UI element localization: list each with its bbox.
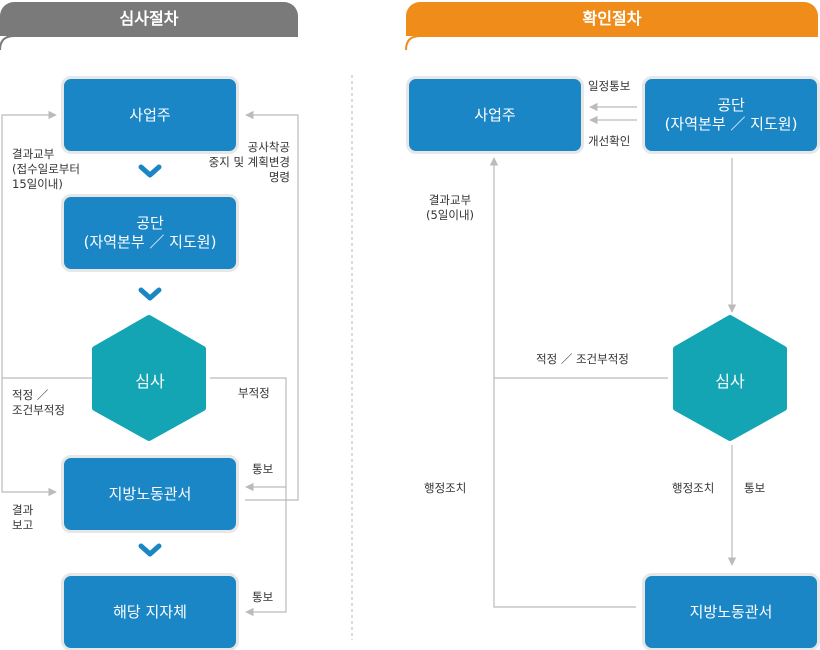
appropriate-label: 적정 ／ 조건부적정 — [536, 352, 629, 366]
schedule-notice-label: 일정통보 — [588, 79, 631, 93]
result-issue-connector — [489, 157, 668, 379]
left-tab-underline — [0, 35, 298, 51]
result-issue-connector — [1, 110, 95, 379]
agency-box: 공단 (자역본부 ／ 지도원) — [642, 76, 820, 154]
review-hexagon — [673, 315, 787, 441]
labor-office-box: 지방노동관서 — [61, 455, 239, 533]
tab-title: 심사절차 — [119, 9, 179, 28]
review-label: 심사 — [715, 372, 745, 391]
result-report-connector — [1, 378, 57, 497]
stop-order-connector — [245, 110, 299, 501]
labor-office-box: 지방노동관서 — [642, 573, 820, 650]
chevron-down-icon — [138, 164, 162, 178]
result-issue-label: 결과교부 (5일이내) — [425, 193, 475, 222]
admin-action-label: 행정조치 — [424, 481, 467, 495]
local-government-box: 해당 지자체 — [61, 573, 239, 650]
notify-label: 통보 — [252, 590, 274, 604]
owner-box: 사업주 — [406, 76, 584, 154]
reconfirm-label: 개선확인 — [588, 134, 631, 148]
appropriate-label: 적정 ／ 조건부적정 — [12, 388, 65, 417]
review-procedure-tab: 심사절차 — [0, 2, 298, 36]
owner-box: 사업주 — [61, 76, 239, 154]
result-report-label: 결과 보고 — [12, 503, 34, 532]
inappropriate-connector — [210, 377, 287, 617]
notify-label: 통보 — [744, 481, 766, 495]
notify-label: 통보 — [252, 462, 274, 476]
agency-box: 공단 (자역본부 ／ 지도원) — [61, 194, 239, 272]
admin-action-connector — [493, 378, 636, 608]
confirmation-procedure-tab: 확인절차 — [406, 2, 818, 36]
admin-action-label: 행정조치 — [672, 481, 715, 495]
result-issue-label: 결과교부 (접수일로부터 15일이내) — [12, 147, 80, 191]
right-tab-underline — [405, 35, 818, 51]
inappropriate-label: 부적정 — [238, 386, 270, 400]
review-hexagon — [92, 315, 206, 441]
review-label: 심사 — [135, 372, 165, 391]
chevron-down-icon — [138, 543, 162, 557]
chevron-down-icon — [138, 287, 162, 301]
stop-order-label: 공사착공 중지 및 계획변경 명령 — [208, 140, 290, 184]
tab-title: 확인절차 — [582, 9, 642, 28]
